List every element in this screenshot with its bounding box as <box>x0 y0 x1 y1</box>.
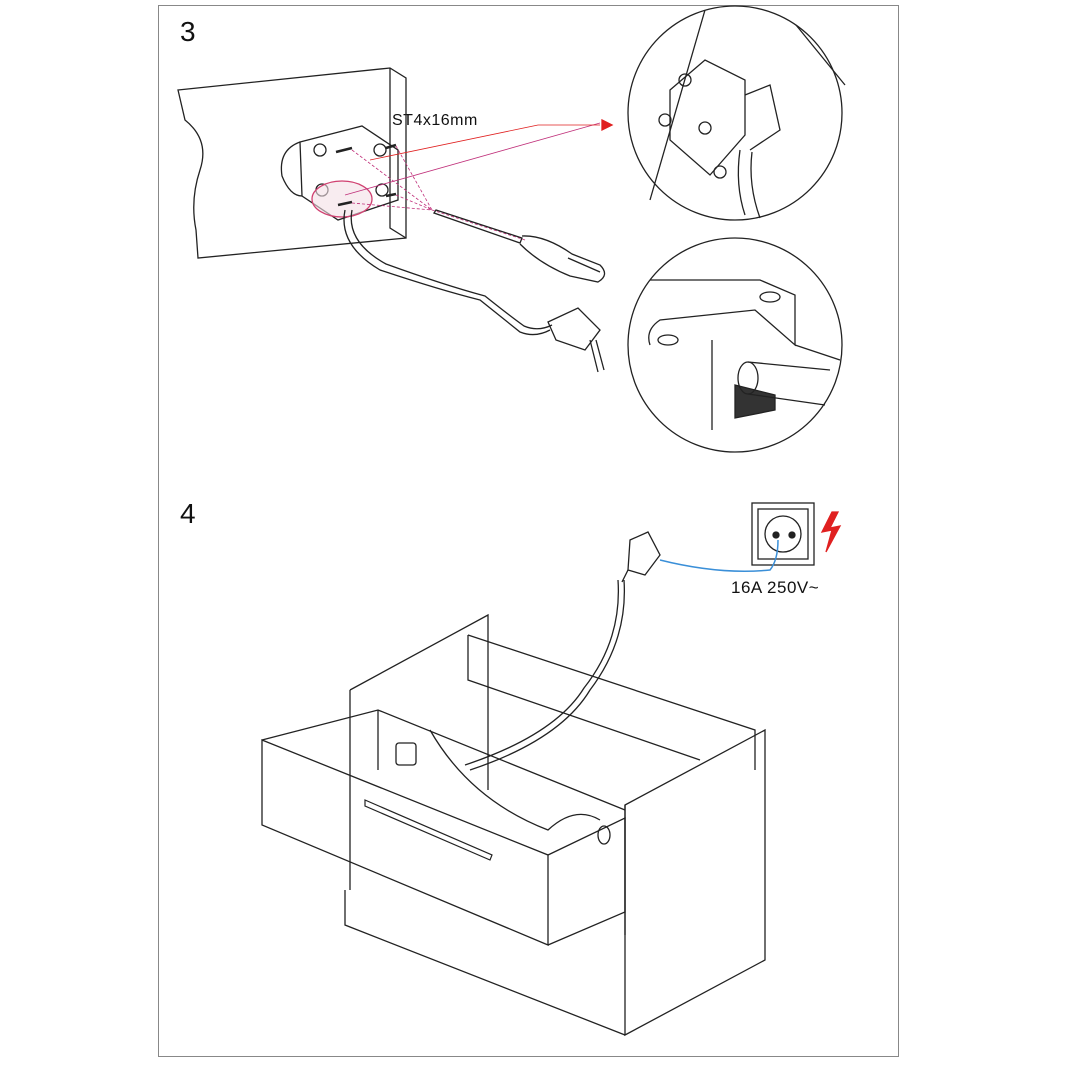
plug-icon <box>547 307 605 373</box>
screw-size-label: ST4x16mm <box>392 112 478 129</box>
socket-rating-label: 16A 250V~ <box>731 578 820 597</box>
detail-circle-bottom <box>627 237 843 453</box>
plug-icon-step4 <box>621 531 661 583</box>
screwdriver-icon <box>432 209 606 283</box>
cabinet-cable <box>469 579 626 771</box>
power-cable <box>343 209 553 336</box>
detail-arrow-line <box>369 124 600 161</box>
wall-socket-icon <box>751 502 815 566</box>
step-3-number: 3 <box>180 16 196 47</box>
connection-line <box>659 539 779 572</box>
lightning-icon <box>820 511 842 553</box>
switch-icon <box>395 742 417 766</box>
zoom-guide-line <box>344 122 601 196</box>
arrow-head-icon <box>601 118 614 132</box>
wall-panel <box>177 67 407 259</box>
guide-lines <box>351 145 526 241</box>
detail-circle-top <box>627 5 846 221</box>
screws <box>335 143 397 207</box>
step-4-number: 4 <box>180 498 196 529</box>
vanity-cabinet <box>344 613 766 1037</box>
page-frame <box>158 5 899 1057</box>
drawer <box>261 709 626 946</box>
junction-box <box>280 125 399 221</box>
